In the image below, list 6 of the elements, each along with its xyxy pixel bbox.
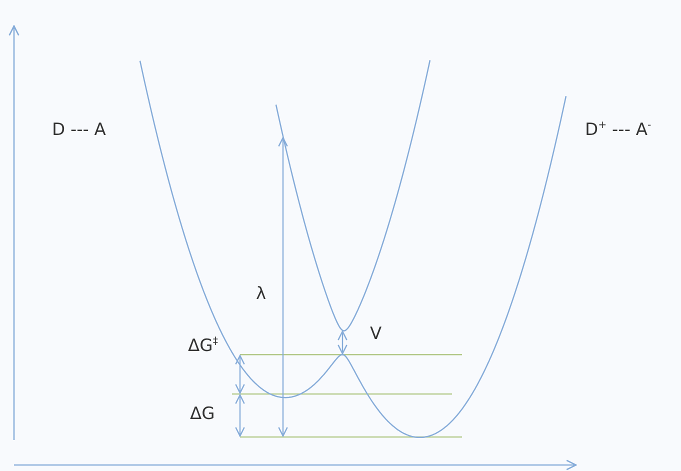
state-label: D$^{+}$ --- A$^{-}$ — [585, 120, 652, 140]
energy-label: λ — [256, 284, 266, 304]
coupling-label: V — [370, 324, 382, 344]
energy-label: ΔG$^{‡}$ — [188, 336, 218, 356]
energy-label: ΔG — [190, 404, 215, 424]
state-label: D --- A — [52, 120, 106, 140]
